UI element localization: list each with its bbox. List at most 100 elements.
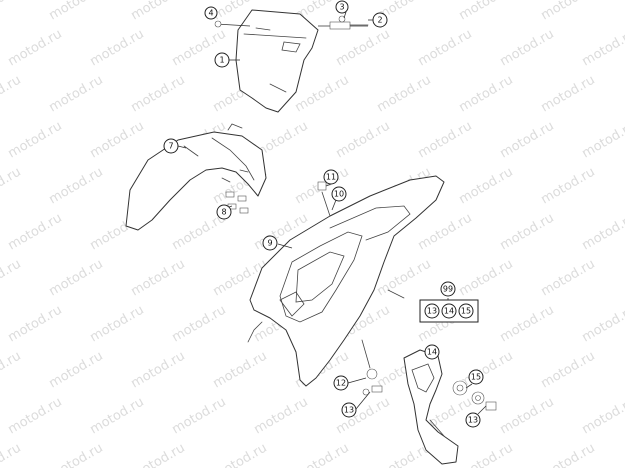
- watermark-text: motod.ru: [539, 73, 598, 116]
- callout-13-right-label: 13: [468, 416, 478, 425]
- callout-99-label: 99: [443, 285, 453, 294]
- callout-9-label: 9: [267, 239, 272, 248]
- watermark-text: motod.ru: [0, 441, 24, 468]
- watermark-text: motod.ru: [252, 395, 311, 438]
- watermark-text: motod.ru: [129, 0, 188, 23]
- callout-10: 10: [331, 186, 347, 202]
- watermark-text: motod.ru: [457, 165, 516, 208]
- watermark-text: motod.ru: [539, 441, 598, 468]
- watermark-text: motod.ru: [498, 119, 557, 162]
- callout-14-label: 14: [427, 348, 437, 357]
- watermark-text: motod.ru: [416, 27, 475, 70]
- watermark-text: motod.ru: [0, 349, 24, 392]
- watermark-text: motod.ru: [211, 349, 270, 392]
- callout-12-label: 12: [336, 379, 346, 388]
- watermark-text: motod.ru: [88, 395, 147, 438]
- callout-1: 1: [214, 52, 230, 68]
- watermark-text: motod.ru: [47, 73, 106, 116]
- watermark-text: motod.ru: [293, 73, 352, 116]
- watermark-text: motod.ru: [580, 27, 625, 70]
- watermark-text: motod.ru: [580, 119, 625, 162]
- watermark-text: motod.ru: [47, 349, 106, 392]
- watermark-text: motod.ru: [170, 395, 229, 438]
- kit-item-14-label: 14: [444, 307, 454, 316]
- watermark-text: motod.ru: [334, 119, 393, 162]
- watermark-text: motod.ru: [0, 257, 24, 300]
- kit-item-13: 13: [424, 303, 440, 319]
- callout-10-label: 10: [334, 190, 344, 199]
- watermark-text: motod.ru: [6, 303, 65, 346]
- kit-item-13-label: 13: [427, 307, 437, 316]
- watermark-text: motod.ru: [457, 0, 516, 23]
- watermark-text: motod.ru: [580, 211, 625, 254]
- callout-9: 9: [262, 235, 278, 251]
- watermark-text: motod.ru: [129, 73, 188, 116]
- callout-4: 4: [204, 6, 218, 20]
- watermark-text: motod.ru: [580, 303, 625, 346]
- watermark-text: motod.ru: [580, 395, 625, 438]
- watermark-text: motod.ru: [47, 441, 106, 468]
- callout-1-label: 1: [219, 56, 224, 65]
- watermark-text: motod.ru: [539, 349, 598, 392]
- callout-15-label: 15: [471, 373, 481, 382]
- watermark-text: motod.ru: [375, 73, 434, 116]
- watermark-text: motod.ru: [6, 395, 65, 438]
- callout-7-label: 7: [168, 142, 173, 151]
- watermark-text: motod.ru: [539, 0, 598, 23]
- kit-item-15: 15: [458, 303, 474, 319]
- watermark-text: motod.ru: [293, 441, 352, 468]
- watermark-text: motod.ru: [6, 27, 65, 70]
- watermark-text: motod.ru: [47, 257, 106, 300]
- watermark-text: motod.ru: [498, 303, 557, 346]
- part-side-cover: [247, 175, 445, 387]
- callout-8-label: 8: [221, 208, 226, 217]
- part-lower-hardware: [361, 339, 383, 396]
- kit-item-15-label: 15: [461, 307, 471, 316]
- part-fender-screws: [225, 191, 249, 214]
- watermark-text: motod.ru: [334, 395, 393, 438]
- watermark-text: motod.ru: [129, 257, 188, 300]
- callout-7: 7: [163, 138, 179, 154]
- watermark-text: motod.ru: [6, 211, 65, 254]
- callout-11-label: 11: [326, 173, 336, 182]
- watermark-text: motod.ru: [498, 211, 557, 254]
- part-front-fender: [125, 123, 267, 231]
- callout-3: 3: [335, 0, 349, 14]
- watermark-text: motod.ru: [457, 441, 516, 468]
- watermark-text: motod.ru: [0, 0, 24, 23]
- watermark-text: motod.ru: [129, 441, 188, 468]
- watermark-text: motod.ru: [129, 349, 188, 392]
- watermark-text: motod.ru: [539, 165, 598, 208]
- part-plate-bolts: [214, 15, 369, 30]
- watermark-text: motod.ru: [170, 303, 229, 346]
- watermark-text: motod.ru: [6, 119, 65, 162]
- watermark-text: motod.ru: [88, 27, 147, 70]
- callout-8: 8: [216, 204, 232, 220]
- callout-99: 99: [440, 281, 456, 297]
- watermark-text: motod.ru: [416, 211, 475, 254]
- callout-3-label: 3: [339, 3, 344, 12]
- watermark-text: motod.ru: [498, 27, 557, 70]
- callout-12: 12: [333, 375, 349, 391]
- watermark-text: motod.ru: [211, 441, 270, 468]
- callout-13-lower-label: 13: [344, 406, 354, 415]
- part-side-panel: [403, 349, 459, 465]
- watermark-text: motod.ru: [457, 73, 516, 116]
- watermark-text: motod.ru: [0, 73, 24, 116]
- watermark-text: motod.ru: [457, 257, 516, 300]
- callout-11: 11: [323, 169, 339, 185]
- callout-4-label: 4: [208, 9, 213, 18]
- watermark-text: motod.ru: [47, 165, 106, 208]
- callout-2: 2: [372, 12, 388, 28]
- callout-13-right: 13: [465, 412, 481, 428]
- callout-2-label: 2: [377, 16, 382, 25]
- callout-14: 14: [424, 344, 440, 360]
- watermark-text: motod.ru: [88, 119, 147, 162]
- callout-15: 15: [468, 369, 484, 385]
- callout-13-lower: 13: [341, 402, 357, 418]
- watermark-text: motod.ru: [498, 395, 557, 438]
- watermark-text: motod.ru: [416, 119, 475, 162]
- kit-item-14: 14: [441, 303, 457, 319]
- part-washers: [452, 380, 497, 411]
